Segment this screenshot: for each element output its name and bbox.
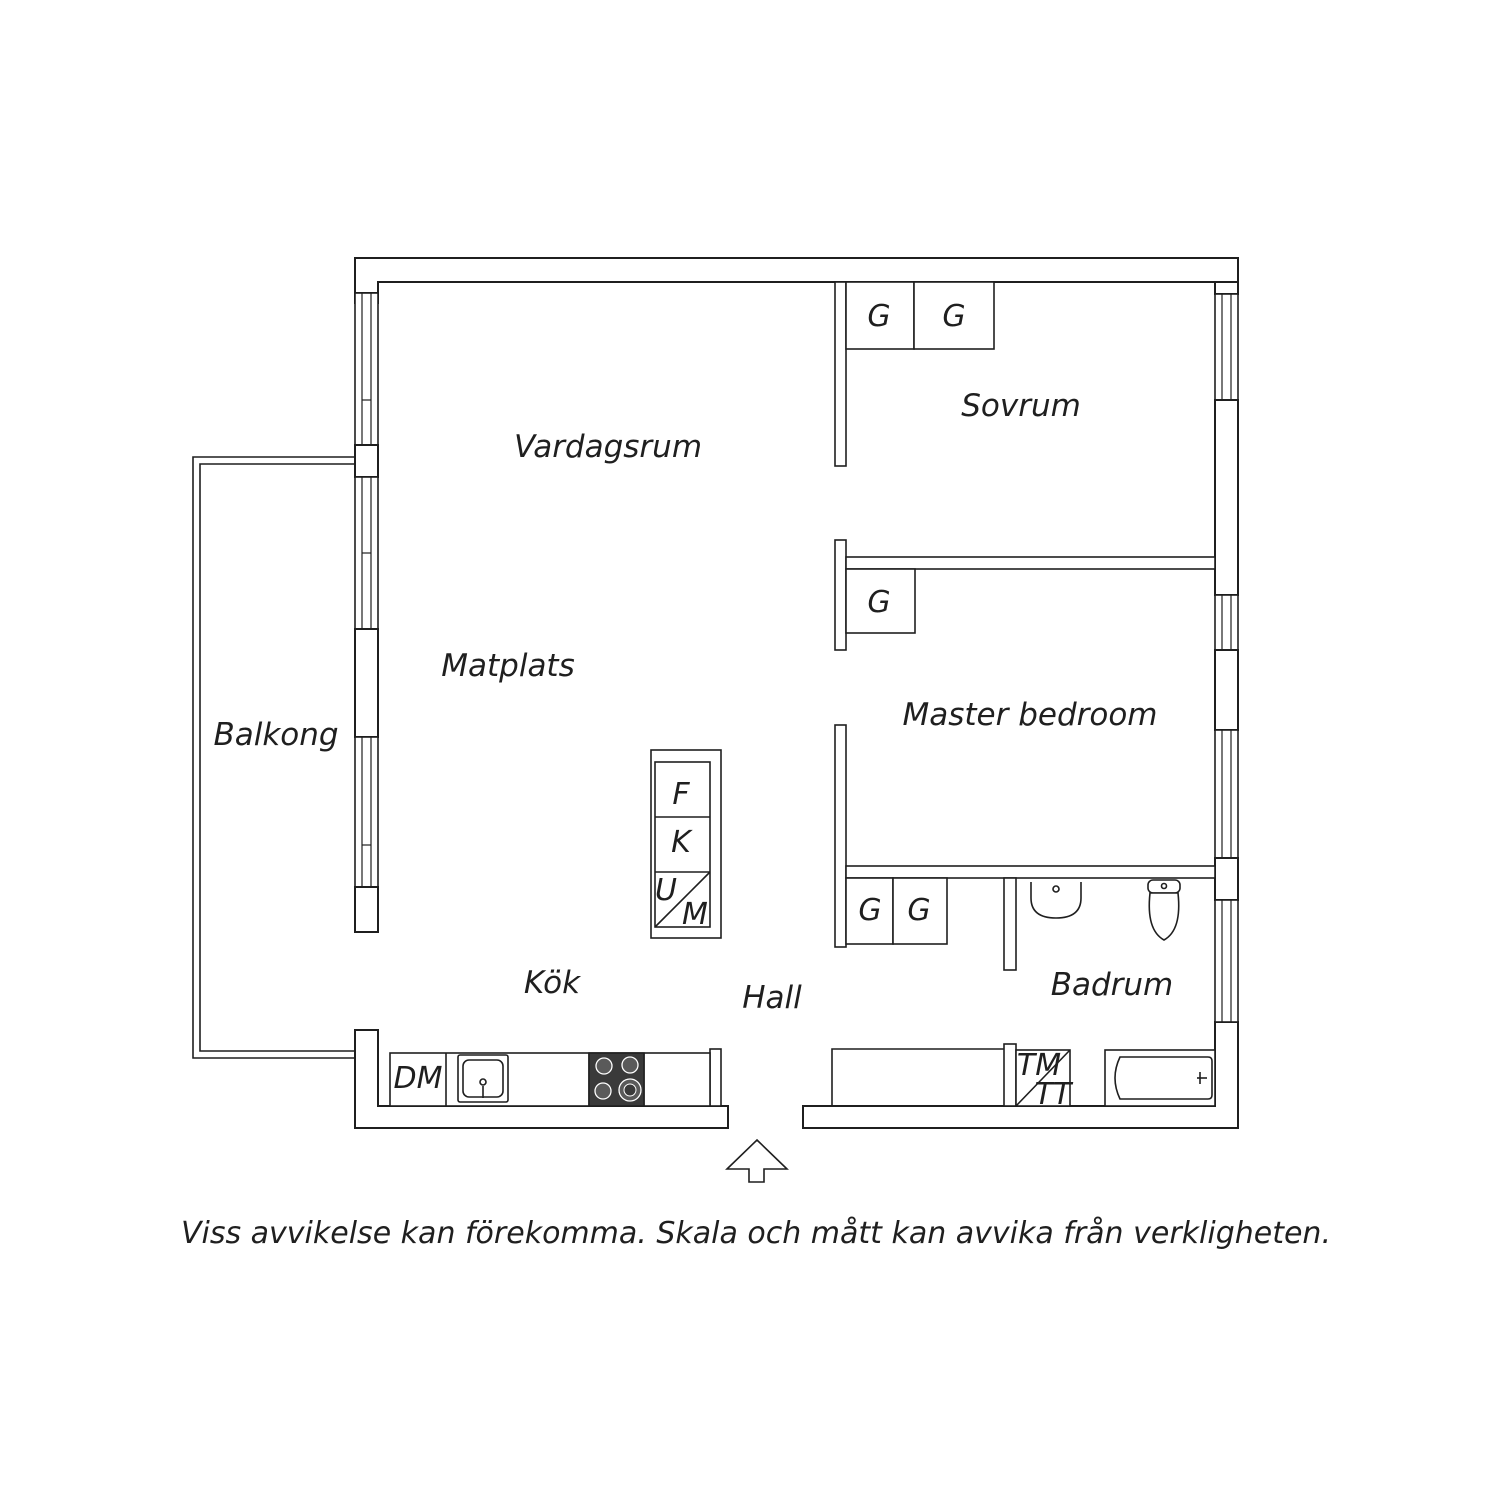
- room-label-matplats: Matplats: [441, 648, 575, 684]
- entrance-arrow-icon: [725, 1138, 789, 1183]
- dryer-label: TT: [1035, 1077, 1074, 1112]
- kitchen-counter: [389, 1052, 711, 1107]
- kitchen-tall-unit: [650, 749, 722, 939]
- washer-dryer-stack: [1015, 1049, 1071, 1107]
- room-label-balkong: Balkong: [213, 717, 338, 753]
- dishwasher-label: DM: [394, 1061, 443, 1096]
- bathtub-icon: [1104, 1049, 1216, 1107]
- wardrobe-label: G: [942, 299, 965, 334]
- right-windows: [1214, 293, 1239, 1023]
- bathroom-sink-icon: [1030, 882, 1082, 919]
- wardrobe-label: G: [858, 893, 881, 928]
- wardrobe-label: G: [907, 893, 930, 928]
- room-label-kok: Kök: [524, 965, 581, 1001]
- microwave-label: M: [682, 897, 708, 932]
- washing-machine-label: TM: [1017, 1048, 1061, 1083]
- wardrobe-label: G: [867, 299, 890, 334]
- kitchen-sink-icon: [457, 1054, 509, 1103]
- freezer-label: K: [671, 825, 693, 860]
- room-label-hall: Hall: [742, 980, 802, 1016]
- interior-walls: [709, 281, 1216, 1107]
- toilet-icon: [1147, 879, 1181, 941]
- wardrobe-label: G: [867, 585, 890, 620]
- stove-icon: [588, 1052, 645, 1107]
- balcony-outline: [192, 456, 355, 1059]
- fridge-label: F: [672, 777, 690, 812]
- oven-label: U: [655, 873, 677, 908]
- room-label-badrum: Badrum: [1051, 967, 1174, 1003]
- room-label-vardagsrum: Vardagsrum: [514, 429, 702, 465]
- room-label-sovrum: Sovrum: [961, 388, 1081, 424]
- disclaimer-text: Viss avvikelse kan förekomma. Skala och …: [181, 1216, 1331, 1251]
- wardrobes: [845, 281, 995, 945]
- left-windows: [354, 292, 379, 933]
- room-label-master-bedroom: Master bedroom: [902, 697, 1157, 733]
